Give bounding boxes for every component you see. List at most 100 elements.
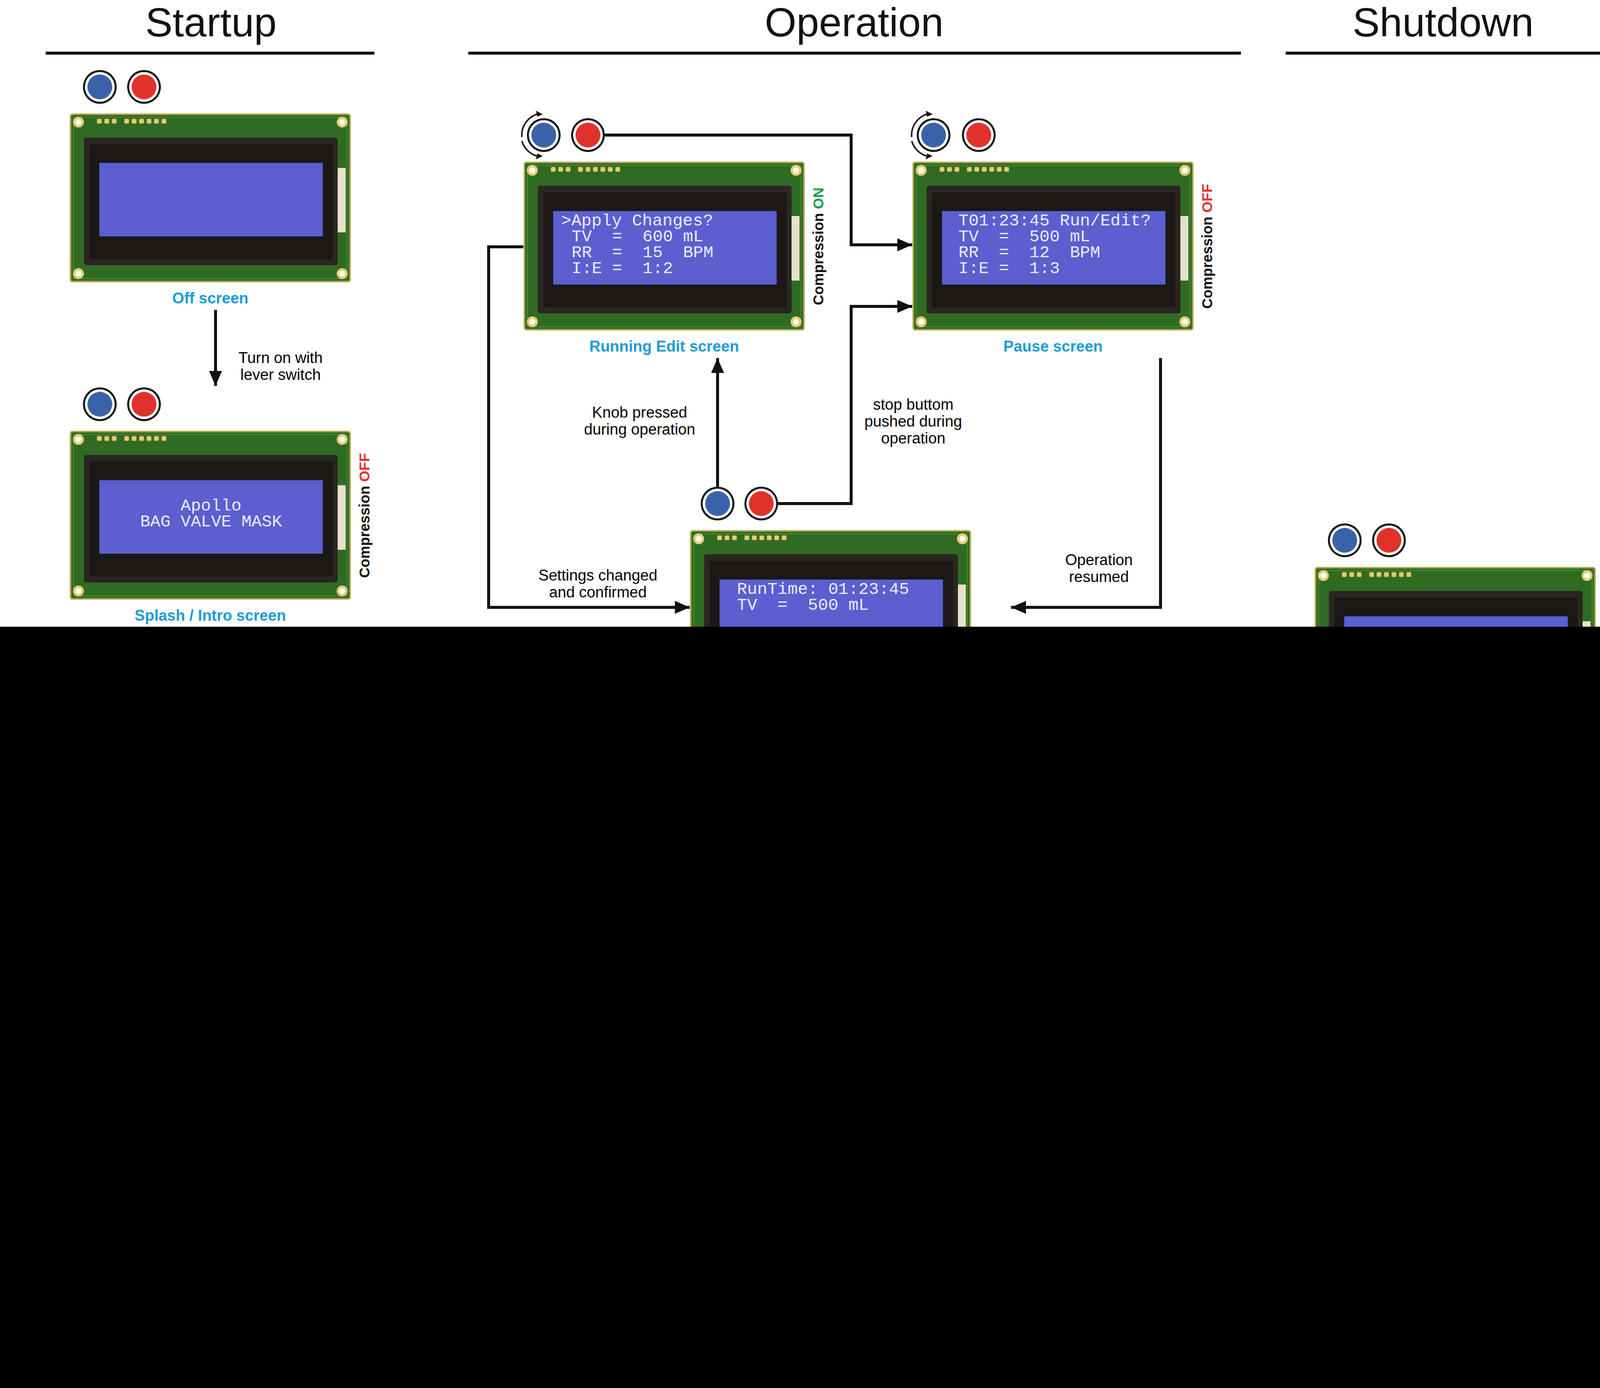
header-pad	[578, 166, 583, 172]
header-pad	[744, 535, 750, 541]
mount-hole	[339, 270, 346, 277]
screen-line: TV = 500 mL	[736, 597, 869, 614]
mount-hole	[918, 167, 925, 174]
screen-line: T01:23:45 Run/Edit?	[958, 213, 1152, 229]
screen-caption: Pause screen	[912, 337, 1194, 356]
mount-hole-ring	[790, 164, 802, 176]
mount-hole	[529, 318, 536, 325]
red-button	[571, 118, 605, 152]
button-cap	[921, 122, 946, 148]
header-pad	[751, 535, 757, 541]
header-pad	[585, 166, 591, 172]
section-rule	[45, 51, 375, 55]
compression-status: CompressionOFF	[1199, 183, 1216, 309]
button-cap	[131, 74, 157, 100]
mount-hole-ring	[336, 116, 348, 128]
button-cap	[1332, 527, 1358, 553]
mount-hole-ring	[1179, 316, 1191, 328]
header-pad	[607, 166, 613, 172]
button-cap	[87, 391, 113, 417]
screen-line: RR = 12 BPM	[958, 244, 1101, 261]
section-heading: Operation	[764, 0, 944, 46]
mount-hole-ring	[526, 164, 538, 176]
lcd-bezel	[83, 137, 338, 266]
backlight-tab	[791, 216, 800, 281]
header-pad	[974, 166, 980, 172]
flow-arrow	[716, 358, 720, 487]
button-cap	[531, 122, 557, 148]
button-pair	[69, 385, 352, 431]
header-pad	[1398, 572, 1404, 578]
blue-knob	[82, 387, 117, 422]
mount-hole-ring	[1179, 164, 1191, 176]
screen-line: I:E = 1:3	[958, 260, 1060, 277]
header-pad	[139, 118, 145, 124]
header-pad	[104, 436, 110, 441]
mount-hole-ring	[72, 116, 84, 128]
arrow-label: stop buttom pushed during operation	[860, 396, 967, 447]
pcb-edge	[916, 165, 1190, 327]
header-pad	[124, 436, 130, 441]
button-cap	[1376, 527, 1402, 553]
header-pad	[146, 118, 152, 124]
lcd-bezel	[537, 185, 792, 314]
blue-knob	[700, 486, 735, 521]
button-cap	[131, 391, 157, 417]
screen-line: RR = 15 BPM	[571, 244, 714, 261]
mount-hole	[793, 167, 800, 174]
header-pad	[1341, 572, 1347, 578]
mount-hole	[959, 535, 966, 542]
red-button	[1372, 523, 1406, 558]
header-pad	[565, 166, 571, 172]
header-pad	[774, 535, 780, 541]
arrow-label: Turn on with lever switch	[224, 349, 337, 384]
header-pad	[131, 118, 137, 124]
lcd-screen	[942, 211, 1166, 285]
header-pad	[96, 436, 102, 441]
rotate-arrowhead	[925, 110, 933, 117]
screen-line: I:E = 1:2	[571, 260, 673, 277]
header-pad	[161, 436, 167, 441]
header-pad	[1004, 166, 1010, 172]
mount-hole-ring	[1317, 570, 1329, 582]
lcd-bezel	[83, 454, 338, 583]
button-cap	[87, 74, 113, 100]
compression-word: Compression	[810, 213, 827, 305]
lcd-screen-node: >Apply Changes?TV = 600 mLRR = 15 BPMI:E…	[523, 116, 845, 359]
header-pad	[939, 166, 945, 172]
mount-hole	[75, 270, 82, 277]
button-cap	[748, 491, 774, 516]
pcb-board	[913, 162, 1193, 330]
mount-hole	[1584, 572, 1591, 579]
compression-state: OFF	[1199, 183, 1216, 213]
mount-hole-ring	[72, 268, 84, 280]
header-pad	[1383, 572, 1389, 578]
mount-hole	[918, 318, 925, 325]
mount-hole	[75, 436, 82, 443]
arrow-label: Settings changed and confirmed	[533, 567, 662, 601]
pcb-edge	[73, 434, 348, 596]
blue-knob	[526, 118, 561, 152]
pcb-board	[524, 162, 804, 330]
screen-line: >Apply Changes?	[561, 213, 714, 229]
button-ring	[84, 72, 115, 102]
header-pad	[766, 535, 772, 541]
mount-hole-ring	[915, 316, 927, 328]
mount-hole-ring	[790, 316, 802, 328]
mount-hole	[1181, 167, 1188, 174]
header-pad	[600, 166, 606, 172]
mount-hole-ring	[336, 585, 348, 597]
lcd-screen-node: T01:23:45 Run/Edit?TV = 500 mLRR = 12 BP…	[912, 116, 1234, 359]
mount-hole-ring	[336, 434, 348, 445]
compression-word: Compression	[356, 485, 373, 578]
lcd-module	[69, 113, 352, 283]
compression-status: CompressionON	[810, 187, 827, 305]
button-ring	[84, 389, 115, 420]
section-heading: Startup	[145, 0, 277, 46]
mount-hole-ring	[72, 585, 84, 597]
header-pad	[592, 166, 598, 172]
button-ring	[1374, 525, 1404, 556]
header-pad	[139, 436, 145, 441]
header-pad	[1356, 572, 1362, 578]
header-pad	[966, 166, 972, 172]
